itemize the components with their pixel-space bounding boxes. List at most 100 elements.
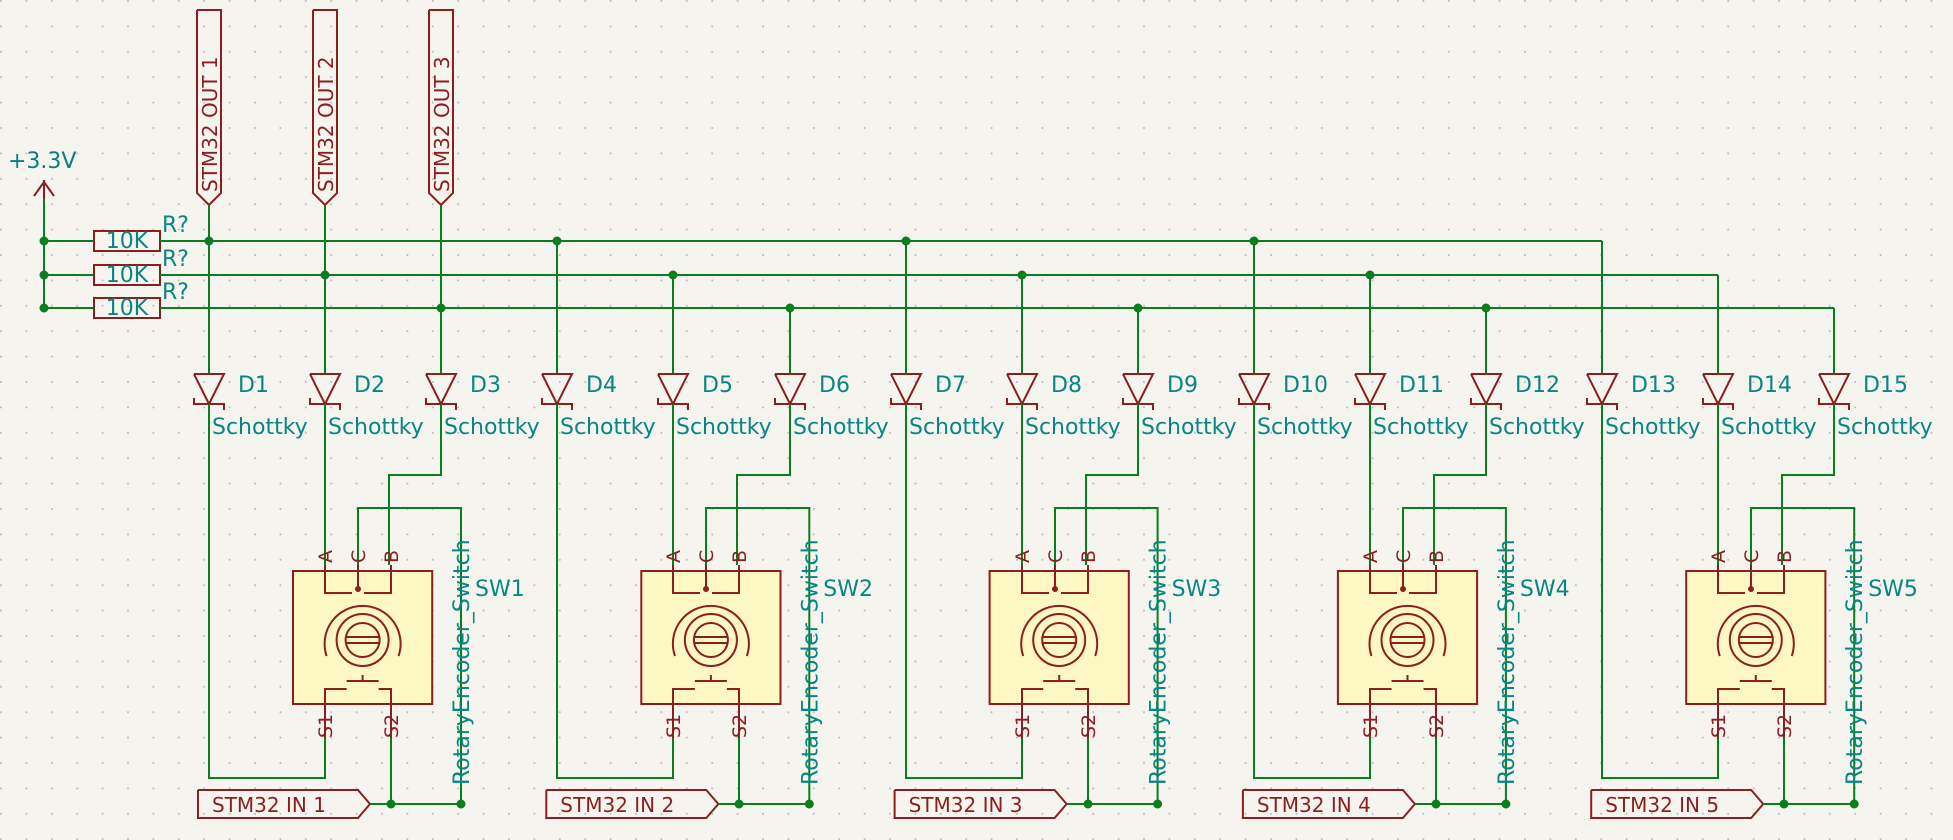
encoder-push-s2 <box>1771 688 1785 710</box>
junction-dot <box>1501 799 1511 809</box>
junction-dot <box>456 799 466 809</box>
diode-value: Schottky <box>1837 415 1933 440</box>
encoder-pin-label: S2 <box>1774 714 1796 738</box>
encoder-push-s1 <box>672 688 695 710</box>
junction-dot <box>804 799 814 809</box>
diode-triangle <box>309 373 342 407</box>
encoder-pin-label: B <box>1426 550 1448 563</box>
wire-c-loop <box>357 507 462 805</box>
encoder-ref: SW3 <box>1172 577 1222 602</box>
encoder-knob-outer <box>335 613 390 667</box>
input-label: STM32 IN 4 <box>1257 793 1371 817</box>
encoder-pin-b-trace <box>364 591 392 594</box>
wire-diode-to-s1 <box>1253 404 1371 779</box>
diode-triangle <box>1586 373 1619 407</box>
diode-value: Schottky <box>444 415 540 440</box>
junction-dot <box>39 236 49 246</box>
input-label-flag <box>545 789 720 819</box>
wire-c-loop <box>1750 507 1856 805</box>
encoder-push-s2 <box>1423 688 1437 710</box>
encoder-value: RotaryEncoder_Switch <box>1147 539 1172 785</box>
resistor-value: 10K <box>106 263 149 288</box>
wire-diode-to-s1 <box>1601 404 1719 779</box>
encoder-pin-label: S1 <box>1708 714 1730 738</box>
diode-value: Schottky <box>560 415 656 440</box>
junction-dot <box>901 236 911 246</box>
diode-ref: D2 <box>354 373 385 398</box>
output-label: STM32 OUT 1 <box>198 56 222 192</box>
diode-ref: D13 <box>1631 373 1676 398</box>
wire-diode-to-b <box>388 404 442 565</box>
diode-triangle <box>1818 373 1851 407</box>
resistor-ref: R? <box>162 280 189 305</box>
resistor-ref: R? <box>162 213 189 238</box>
diode-triangle <box>193 373 226 407</box>
encoder-knob-outer <box>1380 613 1435 667</box>
diode-triangle <box>890 373 923 407</box>
power-arrow <box>33 180 55 197</box>
input-label: STM32 IN 2 <box>560 793 674 817</box>
encoder-common-dot <box>1400 586 1406 592</box>
diode-ref: D8 <box>1051 373 1082 398</box>
encoder-push-s1 <box>1021 688 1044 710</box>
diode-ref: D11 <box>1399 373 1444 398</box>
encoder-pin-b-trace <box>1757 591 1785 594</box>
encoder-pin-label: A <box>1360 550 1382 563</box>
diode-triangle <box>657 373 690 407</box>
encoder-pin-label: S1 <box>1012 714 1034 738</box>
power-label: +3.3V <box>8 149 76 174</box>
diode-value: Schottky <box>212 415 308 440</box>
encoder-knob-inner <box>1389 622 1426 658</box>
wire-c-loop <box>1054 507 1159 805</box>
diode-ref: D9 <box>1167 373 1198 398</box>
encoder-push-s1 <box>1369 688 1392 710</box>
encoder-knob-inner <box>1041 622 1078 658</box>
encoder-pin-label: S1 <box>663 714 685 738</box>
encoder-rotation-arc <box>323 604 402 657</box>
input-label: STM32 IN 5 <box>1605 793 1719 817</box>
diode-triangle <box>1702 373 1735 407</box>
wire-diode-to-s1 <box>556 404 674 779</box>
wire-diode-to-s1 <box>208 404 326 779</box>
encoder-pin-b-trace <box>1409 591 1437 594</box>
encoder-pin-label: A <box>315 550 337 563</box>
junction-dot <box>1249 236 1259 246</box>
encoder-pin-label: C <box>348 550 370 563</box>
diode-triangle <box>1238 373 1271 407</box>
encoder-ref: SW1 <box>475 577 525 602</box>
wire-diode-to-b <box>1781 404 1835 565</box>
encoder-knob-inner <box>1737 622 1774 658</box>
encoder-push-s1 <box>1717 688 1740 710</box>
diode-ref: D14 <box>1747 373 1792 398</box>
encoder-pin-label: S2 <box>1078 714 1100 738</box>
diode-ref: D4 <box>586 373 617 398</box>
encoder-push-s1 <box>324 688 347 710</box>
encoder-pin-a-trace <box>1021 591 1049 594</box>
encoder-pin-label: A <box>663 550 685 563</box>
junction-dot <box>1365 270 1375 280</box>
resistor-value: 10K <box>106 229 149 254</box>
encoder-pin-label: C <box>1393 550 1415 563</box>
encoder-pin-label: C <box>1741 550 1763 563</box>
encoder-value: RotaryEncoder_Switch <box>798 539 823 785</box>
encoder-ref: SW5 <box>1868 577 1918 602</box>
encoder-pin-label: C <box>1045 550 1067 563</box>
encoder-common-dot <box>355 586 361 592</box>
diode-ref: D15 <box>1863 373 1908 398</box>
encoder-push-s2 <box>378 688 392 710</box>
diode-ref: D3 <box>470 373 501 398</box>
encoder-pin-label: S1 <box>1360 714 1382 738</box>
diode-ref: D10 <box>1283 373 1328 398</box>
diode-value: Schottky <box>1721 415 1817 440</box>
encoder-rotation-arc <box>1020 604 1099 657</box>
junction-dot <box>1481 303 1491 313</box>
encoder-common-dot <box>1748 586 1754 592</box>
encoder-pin-a-trace <box>1369 591 1397 594</box>
diode-triangle <box>541 373 574 407</box>
diode-ref: D1 <box>238 373 269 398</box>
encoder-rotation-arc <box>1716 604 1795 657</box>
encoder-knob-outer <box>1728 613 1783 667</box>
diode-value: Schottky <box>1489 415 1585 440</box>
encoder-value: RotaryEncoder_Switch <box>1843 539 1868 785</box>
